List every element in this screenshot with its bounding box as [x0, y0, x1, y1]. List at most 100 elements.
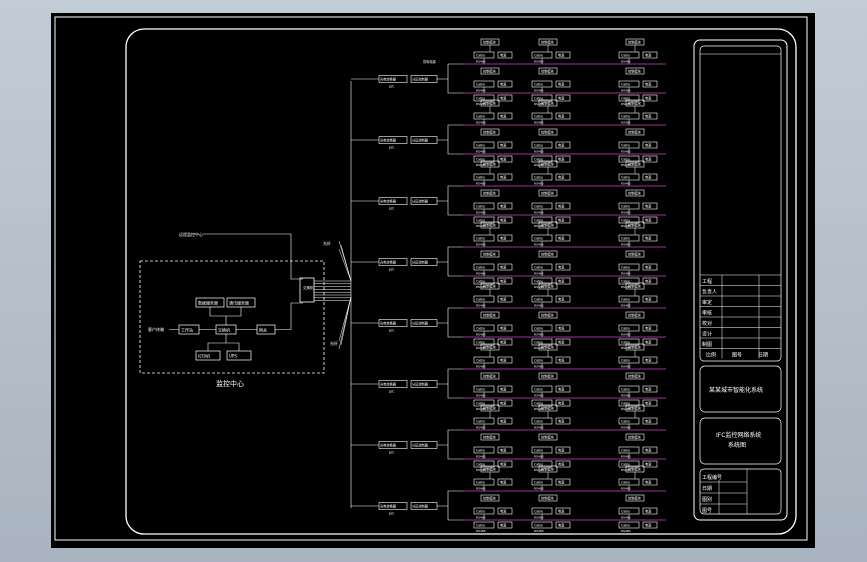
- load-box: [497, 216, 513, 224]
- control-module-label: 控制模块: [541, 130, 555, 135]
- load-box: [642, 446, 658, 454]
- cable-label: Cable: [534, 449, 543, 453]
- cable-label: Cable: [534, 115, 543, 119]
- load-label: 电源: [558, 218, 565, 223]
- signature-footer-label: 图号: [732, 353, 742, 359]
- control-module-label: 控制模块: [541, 40, 555, 45]
- load-label: 电源: [645, 143, 652, 148]
- cable-label: Cable: [476, 280, 485, 284]
- rs485-label: RS485: [534, 182, 544, 186]
- cable-label: Cable: [534, 144, 543, 148]
- load-box: [497, 202, 513, 210]
- controller-label: 分区控制器: [412, 138, 429, 143]
- load-label: 电源: [500, 462, 507, 467]
- rs485-label: RS485: [476, 150, 486, 154]
- drawing-name-line1: IFC监控网络系统: [716, 431, 761, 439]
- cable-label: Cable: [534, 341, 543, 345]
- converter-label: 光电转换器: [380, 504, 397, 509]
- signature-row-label: 负责人: [702, 289, 717, 296]
- load-label: 电源: [500, 401, 507, 406]
- cable-label: Cable: [621, 524, 630, 528]
- converter-label: 光电转换器: [380, 260, 397, 265]
- load-label: 电源: [645, 53, 652, 58]
- monitor-center-title: 监控中心: [216, 379, 244, 388]
- cable-label: Cable: [621, 280, 630, 284]
- load-label: 电源: [645, 82, 652, 87]
- load-box: [497, 478, 513, 486]
- rs485-label: RS485: [476, 426, 486, 430]
- rs485-label: RS485: [534, 304, 544, 308]
- rs485-label: RS485: [621, 182, 631, 186]
- trunk-label-lower: 光纤: [330, 340, 338, 346]
- load-label: 电源: [645, 326, 652, 331]
- control-module-box: [480, 311, 500, 319]
- cable-box: [531, 94, 553, 102]
- rs485-label: RS485: [534, 426, 544, 430]
- control-module-label: 控制模块: [483, 40, 497, 45]
- control-module-label: 控制模块: [483, 496, 497, 501]
- controller-label: 分区控制器: [412, 382, 429, 387]
- load-label: 电源: [500, 96, 507, 101]
- cable-label: Cable: [534, 298, 543, 302]
- load-box: [497, 446, 513, 454]
- converter-label: 光电转换器: [380, 138, 397, 143]
- control-module-label: 控制模块: [628, 496, 642, 501]
- control-module-label: 控制模块: [541, 162, 555, 167]
- cable-box: [531, 521, 553, 529]
- load-label: 电源: [558, 143, 565, 148]
- rs485-label: RS485: [621, 333, 631, 337]
- load-box: [497, 234, 513, 242]
- load-label: 电源: [558, 480, 565, 485]
- cable-label: Cable: [534, 510, 543, 514]
- cable-box: [618, 460, 640, 468]
- converter-box: [378, 502, 408, 510]
- load-box: [497, 112, 513, 120]
- load-label: 电源: [558, 96, 565, 101]
- load-label: 电源: [500, 509, 507, 514]
- load-box: [642, 94, 658, 102]
- signature-footer-label: 比例: [706, 352, 716, 359]
- branch-row: 光电转换器p/C分区控制器控制模块CableRS485电源控制模块CableRS…: [351, 343, 666, 411]
- load-box: [555, 263, 571, 271]
- control-module-box: [538, 128, 558, 136]
- load-label: 电源: [558, 297, 565, 302]
- load-label: 电源: [500, 53, 507, 58]
- branch-row: 光电转换器p/C分区控制器供电电源控制模块CableRS485电源控制模块Cab…: [351, 38, 666, 106]
- control-module-label: 控制模块: [628, 162, 642, 167]
- load-label: 电源: [645, 114, 652, 119]
- rs485-label: RS485: [476, 182, 486, 186]
- load-label: 电源: [558, 401, 565, 406]
- control-module-label: 控制模块: [541, 223, 555, 228]
- cable-box: [618, 399, 640, 407]
- load-label: 电源: [645, 218, 652, 223]
- control-module-label: 控制模块: [541, 313, 555, 318]
- signature-row-label: 审核: [702, 310, 712, 317]
- load-box: [555, 51, 571, 59]
- load-label: 电源: [645, 523, 652, 528]
- load-box: [642, 399, 658, 407]
- load-box: [497, 399, 513, 407]
- load-box: [497, 80, 513, 88]
- cable-box: [618, 338, 640, 346]
- load-label: 电源: [645, 236, 652, 241]
- load-box: [642, 277, 658, 285]
- load-label: 电源: [500, 340, 507, 345]
- main-switch-box: [299, 277, 315, 303]
- rs485-label: RS485: [621, 394, 631, 398]
- cable-label: Cable: [534, 158, 543, 162]
- title-block-outer: [693, 39, 788, 521]
- control-module-box: [480, 67, 500, 75]
- load-box: [497, 141, 513, 149]
- cad-viewport[interactable]: 监控中心 远程监控中心 客户终端 数据服务器 通讯服务器 交换机 工作站 打印机…: [51, 13, 815, 548]
- load-label: 电源: [645, 401, 652, 406]
- cable-label: Cable: [621, 298, 630, 302]
- controller-label: 分区控制器: [412, 321, 429, 326]
- control-module-label: 控制模块: [541, 69, 555, 74]
- converter-label: 光电转换器: [380, 443, 397, 448]
- rs485-label: RS485: [534, 89, 544, 93]
- cable-label: Cable: [621, 266, 630, 270]
- cable-label: Cable: [621, 402, 630, 406]
- control-module-label: 控制模块: [541, 374, 555, 379]
- cable-label: Cable: [476, 359, 485, 363]
- rs485-label: RS485: [476, 243, 486, 247]
